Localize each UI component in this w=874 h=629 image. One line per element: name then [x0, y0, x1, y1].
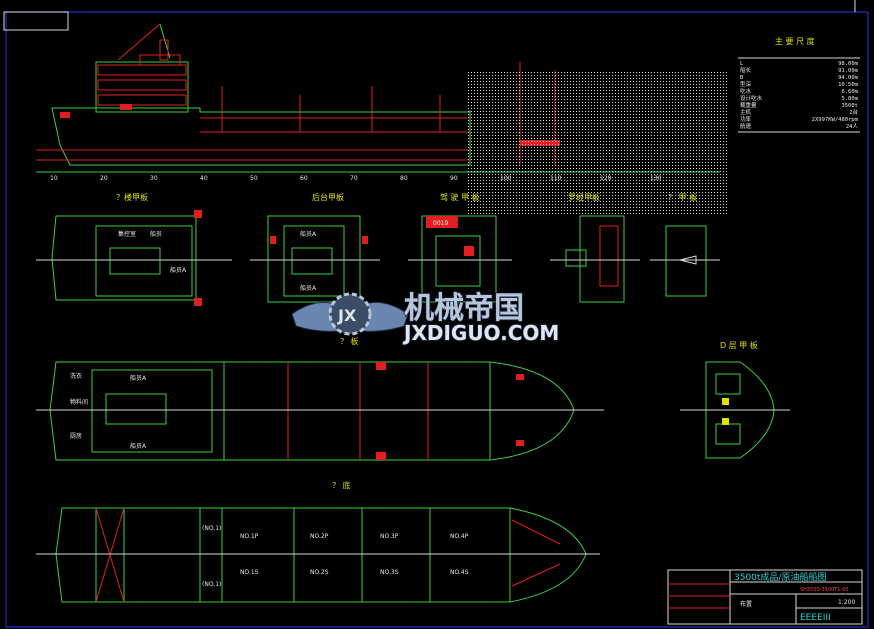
- profile-view: 10 20 30 40 50 60 70 80 90 100 110 120 130: [36, 23, 728, 216]
- svg-text:NO.1P: NO.1P: [240, 533, 259, 540]
- spec-label: 功率: [740, 115, 752, 123]
- bottom-plan: NO.1P NO.2P NO.3P NO.4P NO.1S NO.2S NO.3…: [36, 507, 600, 603]
- spec-value: 2X997KW/480rpm: [812, 117, 859, 123]
- svg-text:10: 10: [50, 175, 58, 182]
- spec-label: 载重量: [740, 101, 757, 109]
- title-ref: EEEEIII: [800, 613, 831, 623]
- spec-value: 91.00m: [838, 68, 859, 74]
- label-bridge-deck: 驾 驶 甲 板: [440, 192, 480, 202]
- deck-plan-1: 集控室 船员 船员A: [36, 210, 232, 306]
- watermark-gear: [328, 292, 372, 336]
- svg-text:NO.2S: NO.2S: [310, 569, 329, 576]
- deck-plan-4: [550, 215, 640, 303]
- title-scale: 1:200: [838, 599, 855, 606]
- svg-text:船员A: 船员A: [130, 374, 147, 382]
- title-drawing-no: SH3500-3500T1-00: [800, 587, 849, 593]
- svg-text:20: 20: [100, 175, 108, 182]
- svg-text:40: 40: [200, 175, 208, 182]
- spec-value: 3500t: [841, 103, 858, 109]
- spec-label: 船长: [740, 66, 752, 74]
- corner-box: [3, 11, 69, 31]
- svg-text:物料间: 物料间: [70, 398, 88, 406]
- spec-label: 吃水: [740, 87, 752, 95]
- spec-value: 24人: [846, 123, 859, 130]
- spec-label: 设计吃水: [740, 94, 763, 102]
- svg-text:NO.4P: NO.4P: [450, 533, 469, 540]
- svg-text:NO.2P: NO.2P: [310, 533, 329, 540]
- svg-text:(NO.1): (NO.1): [202, 525, 221, 532]
- d-deck-plan: [680, 361, 790, 459]
- deck-plan-2: 船员A 船员A: [250, 215, 380, 303]
- svg-text:120: 120: [600, 175, 612, 182]
- hatch-area: [468, 72, 728, 216]
- svg-text:80: 80: [400, 175, 408, 182]
- label-bottom: ？ 底: [332, 480, 351, 490]
- svg-text:NO.1S: NO.1S: [240, 569, 259, 576]
- svg-text:船员A: 船员A: [170, 266, 187, 274]
- stamp-label: 0019: [433, 220, 448, 227]
- svg-text:30: 30: [150, 175, 158, 182]
- spec-value: 2台: [849, 108, 858, 116]
- watermark-english: JXDIGUO.COM: [402, 321, 559, 345]
- title-block: 3500t成品/原油船船图 SH3500-3500T1-00 布置 1:200 …: [667, 569, 863, 625]
- svg-text:厨房: 厨房: [70, 432, 82, 440]
- label-compass-deck: 罗经甲板: [568, 192, 600, 202]
- watermark: JX 机械帝国 JXDIGUO.COM: [291, 290, 560, 346]
- svg-text:船员A: 船员A: [130, 442, 147, 450]
- svg-text:船员A: 船员A: [300, 284, 317, 292]
- svg-text:90: 90: [450, 175, 458, 182]
- specs-title: 主 要 尺 度: [775, 36, 815, 46]
- watermark-chinese: 机械帝国: [404, 291, 524, 326]
- svg-text:船员A: 船员A: [300, 230, 317, 238]
- svg-text:(NO.1): (NO.1): [202, 581, 221, 588]
- spec-value: 5.80m: [841, 96, 858, 102]
- svg-text:100: 100: [500, 175, 512, 182]
- spec-value: 6.60m: [841, 89, 858, 95]
- svg-text:NO.3P: NO.3P: [380, 533, 399, 540]
- label-top-deck-2: ？ 甲 板: [668, 192, 697, 202]
- watermark-badge: JX: [337, 306, 357, 325]
- svg-text:船员: 船员: [150, 230, 162, 238]
- label-poop-deck: 后台甲板: [312, 192, 344, 202]
- spec-value: 98.00m: [838, 61, 859, 67]
- title-project: 3500t成品/原油船船图: [734, 571, 826, 583]
- spec-label: 主机: [740, 108, 752, 116]
- bow-marker-top: [722, 398, 729, 405]
- spec-label: 型深: [740, 80, 752, 88]
- deck-plan-5: [650, 225, 720, 297]
- drawing-frame: [5, 11, 869, 628]
- label-main-deck: ？ 板: [340, 336, 359, 346]
- spec-label: 航速: [740, 122, 752, 130]
- main-deck-plan: 洗衣 船员A 物料间 厨房 船员A: [36, 361, 604, 461]
- svg-text:NO.4S: NO.4S: [450, 569, 469, 576]
- svg-text:NO.3S: NO.3S: [380, 569, 399, 576]
- label-d-deck: D 层 甲 板: [720, 340, 758, 350]
- title-sheet: 布置: [740, 600, 752, 608]
- svg-text:集控室: 集控室: [118, 230, 136, 238]
- label-top-deck: ？楼甲板: [116, 192, 148, 202]
- spec-label: L: [740, 61, 744, 67]
- svg-text:洗衣: 洗衣: [70, 372, 82, 380]
- svg-text:50: 50: [250, 175, 258, 182]
- svg-text:130: 130: [650, 175, 662, 182]
- spec-value: 94.00m: [838, 75, 859, 81]
- deck-plan-3: 0019: [408, 215, 512, 303]
- svg-text:70: 70: [350, 175, 358, 182]
- svg-text:110: 110: [550, 175, 562, 182]
- spec-value: 10.50m: [838, 82, 859, 88]
- bow-marker-bottom: [722, 418, 729, 425]
- svg-text:60: 60: [300, 175, 308, 182]
- spec-label: B: [740, 75, 744, 81]
